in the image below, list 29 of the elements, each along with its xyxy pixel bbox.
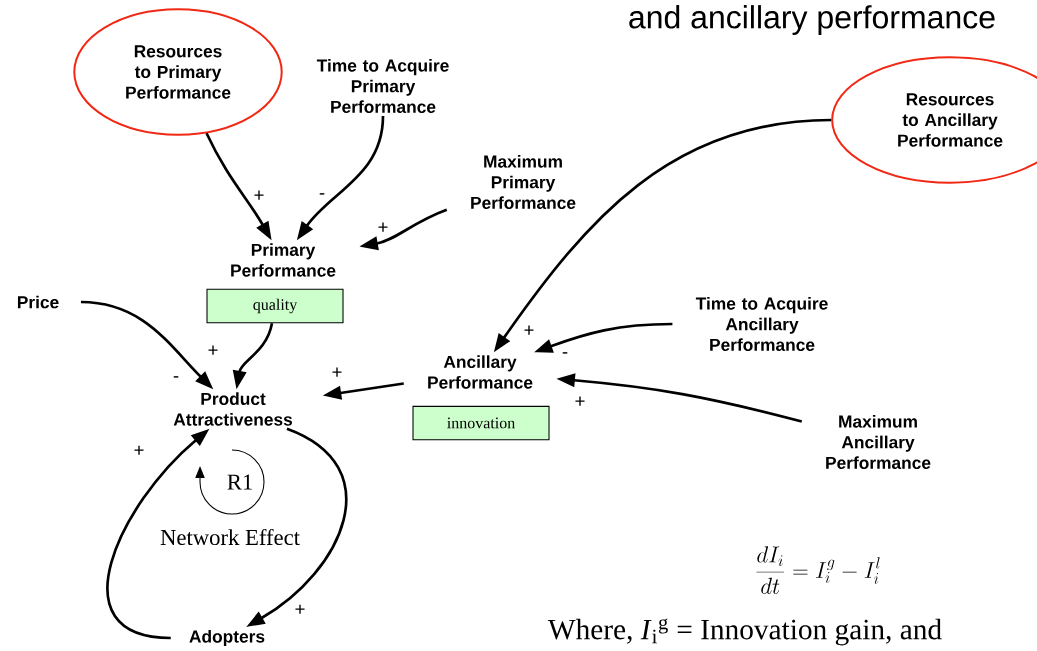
highlighted-variable: Resources to Ancillary Performance	[831, 56, 1037, 184]
polarity-sign: +	[332, 367, 342, 377]
heading: and ancillary performance	[629, 5, 995, 35]
variable-label: Primary Performance	[231, 243, 336, 277]
polarity-sign: +	[524, 325, 534, 335]
variable-label: Adopters	[189, 629, 265, 647]
variable-label: Maximum Ancillary Performance	[826, 414, 931, 470]
variable-label: Product Attractiveness	[173, 392, 292, 426]
loop-label: R1	[227, 474, 252, 490]
equation-note: Where, I$_{i}$$^{g}$ = Innovation gain, and	[547, 618, 942, 646]
variable-label: Time to Acquire Primary Performance	[316, 58, 449, 114]
variable-label: Ancillary Performance	[428, 355, 533, 389]
equation: $\frac{dI_i}{dt} = I_i^g - I_i^l$	[756, 546, 880, 594]
polarity-sign: +	[295, 604, 305, 614]
polarity-sign: +	[134, 445, 144, 455]
polarity-sign: +	[208, 345, 218, 355]
tag-box: quality	[206, 288, 344, 324]
polarity-sign: +	[254, 190, 264, 200]
polarity-sign: -	[562, 352, 568, 354]
variable-label: Time to Acquire Ancillary Performance	[695, 296, 828, 352]
polarity-sign: +	[378, 222, 388, 232]
loop-name: Network Effect	[160, 528, 300, 546]
polarity-sign: -	[319, 193, 325, 195]
polarity-sign: +	[575, 396, 585, 406]
variable-label: Price	[17, 295, 59, 309]
highlighted-variable: Resources to Primary Performance	[73, 8, 283, 136]
polarity-sign: -	[173, 376, 179, 378]
tag-box: innovation	[412, 405, 550, 441]
variable-label: Maximum Primary Performance	[471, 154, 576, 210]
